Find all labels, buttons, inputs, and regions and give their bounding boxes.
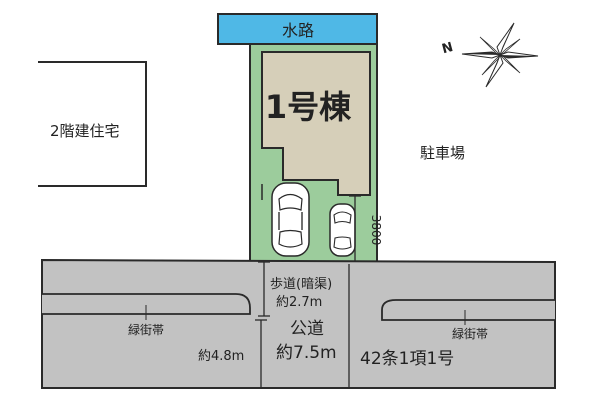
neighbor-house-outline	[38, 61, 147, 187]
green-strip-left-label: 緑街帯	[128, 322, 164, 337]
building-label: 1号棟	[265, 88, 352, 126]
public-road-label: 公道	[290, 319, 324, 339]
waterway-strip	[217, 13, 378, 45]
parking-label: 駐車場	[420, 144, 465, 162]
lane-width-label: 約4.8m	[198, 349, 244, 364]
compass-rose-icon	[461, 22, 539, 88]
road-class-label: 42条1項1号	[360, 349, 454, 369]
car-icon	[271, 182, 310, 257]
sidewalk-width-label: 約2.7m	[276, 295, 322, 310]
sidewalk-label: 歩道(暗渠)	[270, 277, 332, 292]
green-strip-right-label: 緑街帯	[452, 326, 488, 341]
road-width-label: 約7.5m	[276, 343, 337, 363]
lot-depth-label: 3800	[369, 215, 383, 246]
compass-north-label: N	[440, 40, 454, 57]
waterway-label: 水路	[282, 21, 314, 40]
public-road	[41, 258, 556, 389]
car-icon	[329, 203, 356, 257]
neighbor-house-label: 2階建住宅	[50, 122, 120, 140]
building-footprint	[261, 51, 371, 196]
green-strip-right	[381, 299, 555, 321]
green-strip-left	[42, 293, 251, 315]
